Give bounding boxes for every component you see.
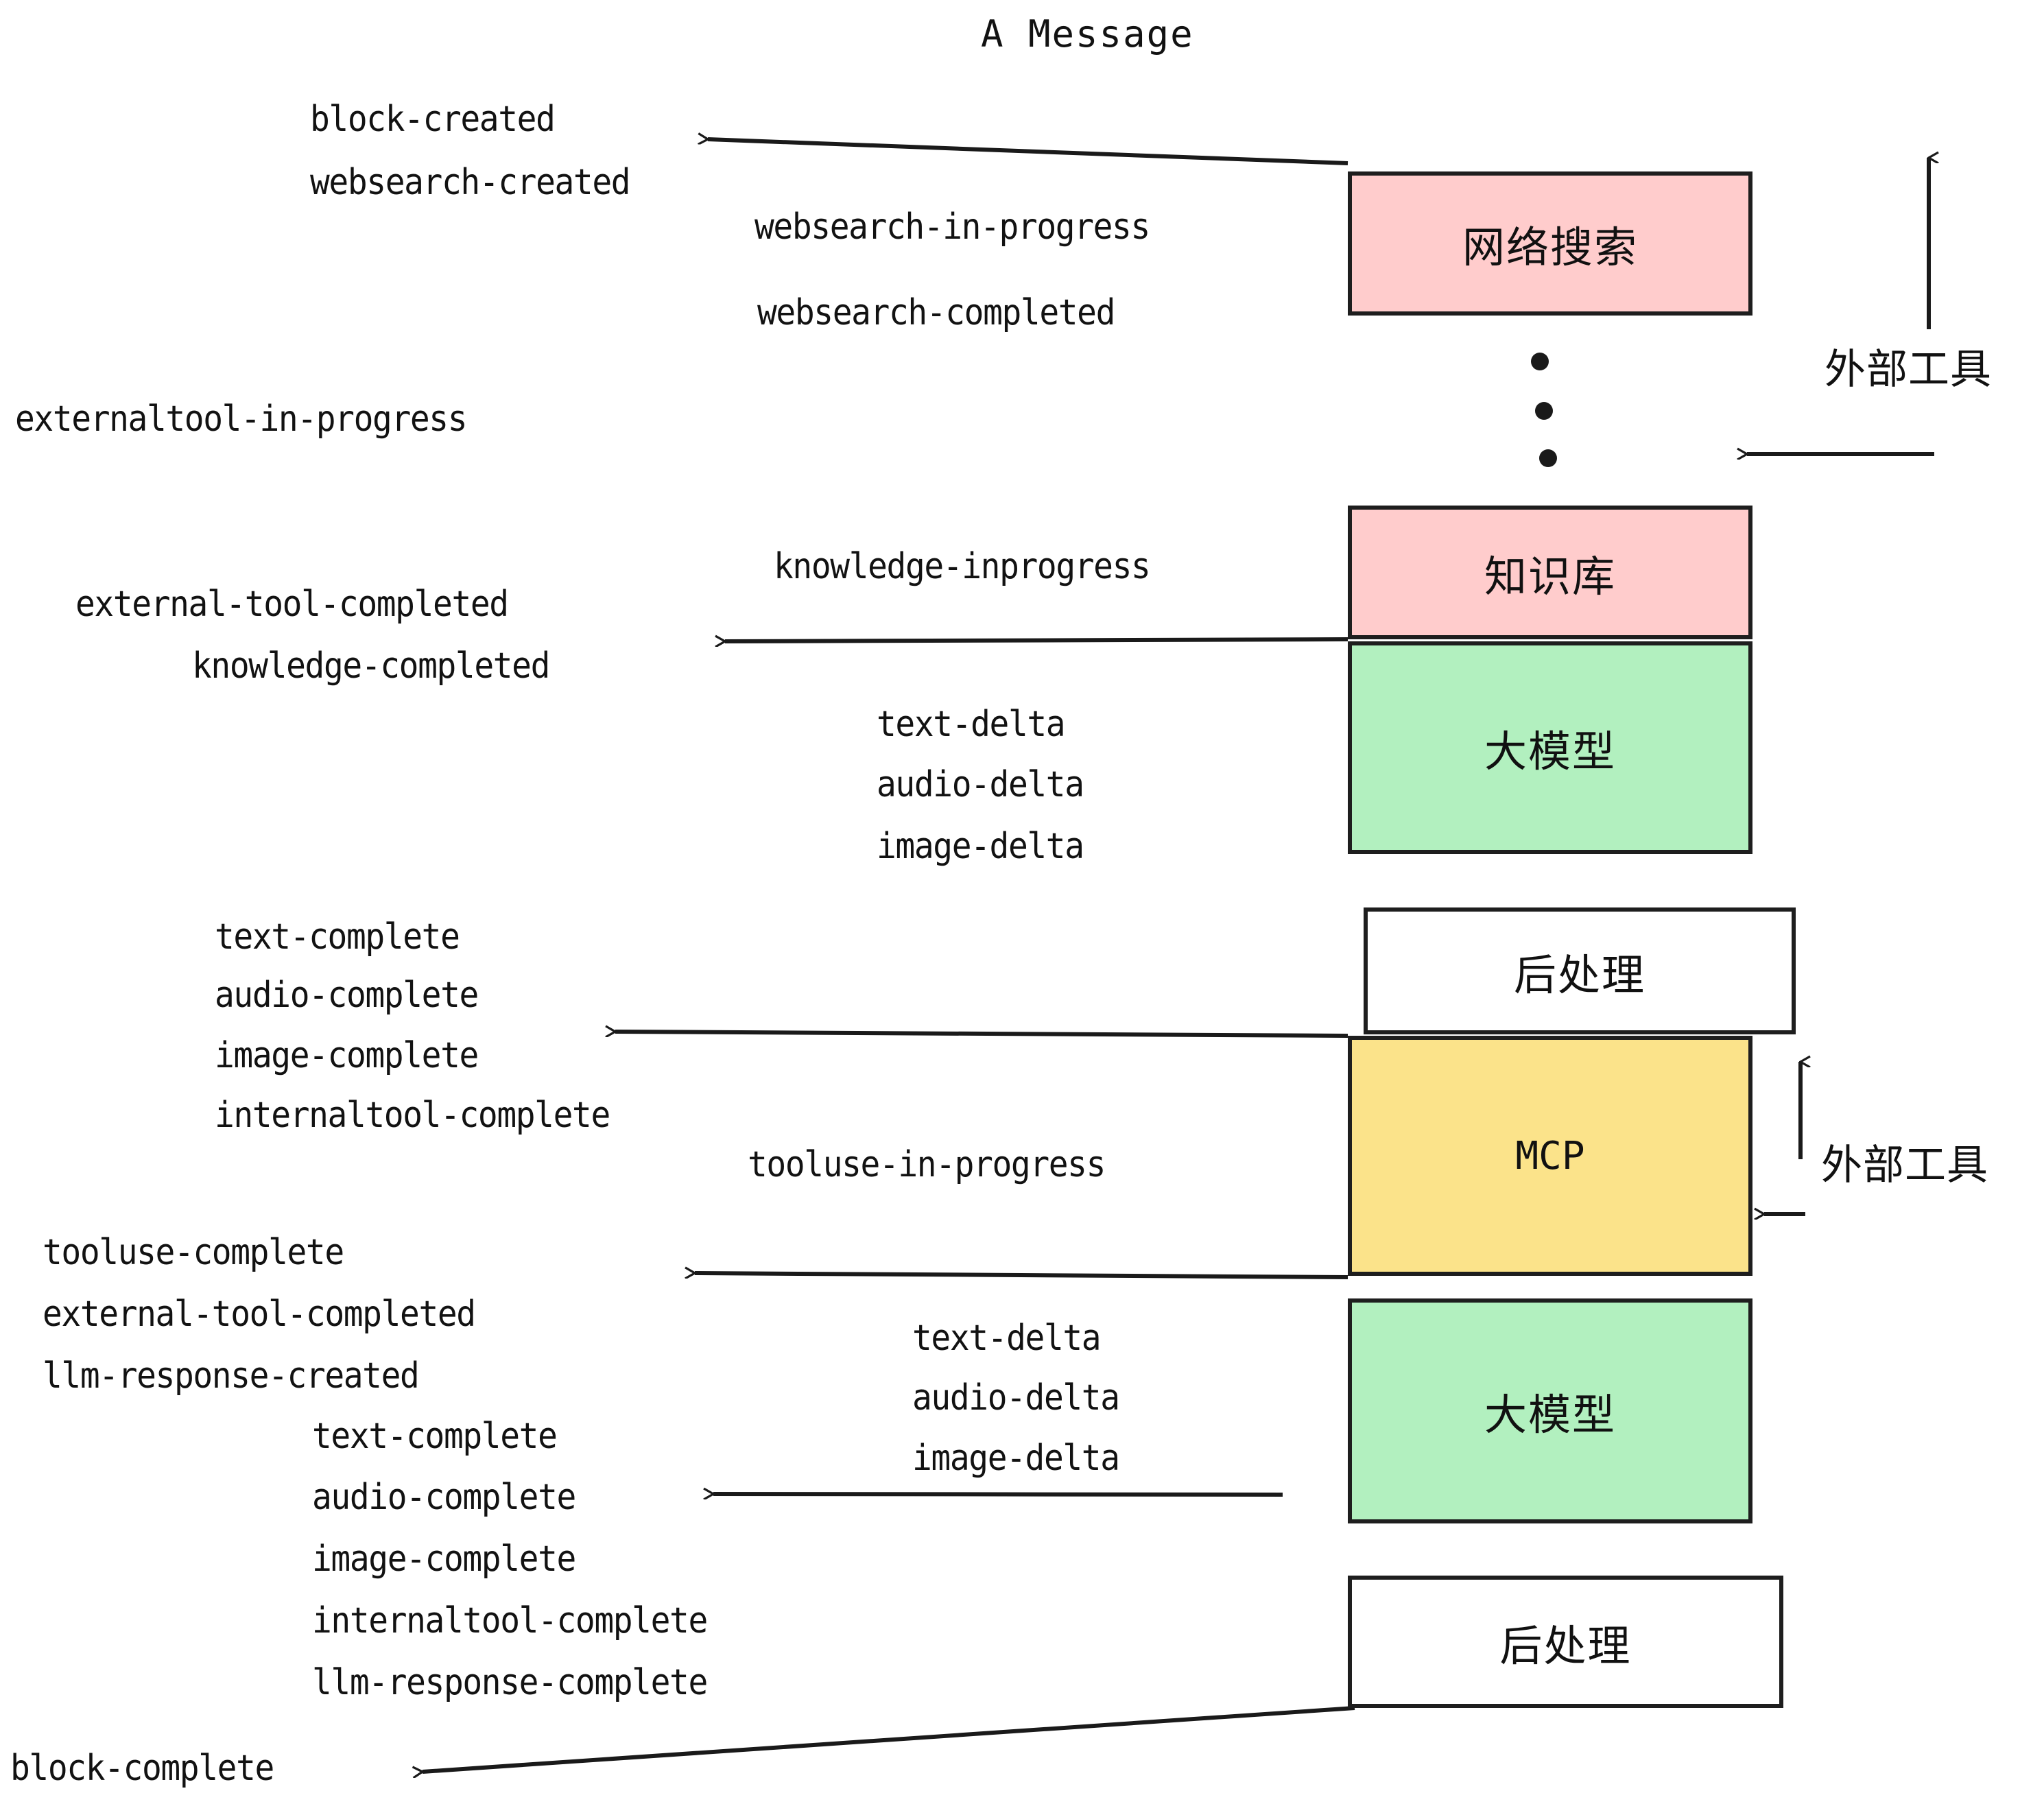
event-audio-complete-2: audio-complete bbox=[312, 1477, 576, 1518]
event-text-complete-1: text-complete bbox=[215, 916, 460, 958]
box-llm-top-label: 大模型 bbox=[1484, 726, 1616, 776]
annotation-external-tool-bottom: 外部工具 bbox=[1821, 1141, 1988, 1189]
event-internaltool-complete-2: internaltool-complete bbox=[312, 1600, 708, 1641]
event-audio-delta-2: audio-delta bbox=[912, 1377, 1120, 1419]
box-mcp-label: MCP bbox=[1515, 1133, 1585, 1178]
event-knowledge-completed: knowledge-completed bbox=[192, 645, 550, 687]
box-llm-bottom-label: 大模型 bbox=[1484, 1390, 1616, 1440]
event-websearch-created: websearch-created bbox=[310, 162, 631, 203]
box-knowledge-label: 知识库 bbox=[1484, 551, 1616, 602]
event-tooluse-in-progress: tooluse-in-progress bbox=[748, 1144, 1106, 1185]
event-llm-response-created: llm-response-created bbox=[43, 1355, 420, 1397]
event-block-complete: block-complete bbox=[10, 1748, 274, 1789]
event-external-tool-completed-2: external-tool-completed bbox=[43, 1294, 476, 1335]
event-text-delta-1: text-delta bbox=[877, 704, 1066, 745]
box-websearch-label: 网络搜索 bbox=[1462, 222, 1638, 272]
annotation-external-tool-top: 外部工具 bbox=[1825, 346, 1992, 394]
box-postprocess-bottom: 后处理 bbox=[1348, 1576, 1783, 1708]
event-tooluse-complete: tooluse-complete bbox=[43, 1232, 344, 1273]
event-externaltool-in-progress: externaltool-in-progress bbox=[15, 399, 468, 440]
event-text-complete-2: text-complete bbox=[312, 1416, 558, 1457]
box-mcp: MCP bbox=[1348, 1036, 1752, 1276]
event-image-complete-1: image-complete bbox=[215, 1035, 479, 1076]
event-websearch-in-progress: websearch-in-progress bbox=[754, 206, 1150, 248]
box-postprocess-bottom-label: 后处理 bbox=[1499, 1620, 1632, 1671]
event-websearch-completed: websearch-completed bbox=[757, 292, 1115, 333]
box-llm-top: 大模型 bbox=[1348, 641, 1752, 854]
arrow-image-complete bbox=[615, 1032, 1348, 1038]
event-image-delta-1: image-delta bbox=[877, 826, 1084, 867]
arrow-audio-complete bbox=[713, 1494, 1283, 1495]
arrow-block-created bbox=[708, 139, 1348, 165]
event-audio-delta-1: audio-delta bbox=[877, 764, 1084, 805]
event-text-delta-2: text-delta bbox=[912, 1318, 1102, 1359]
event-llm-response-complete: llm-response-complete bbox=[312, 1662, 708, 1703]
box-knowledge: 知识库 bbox=[1348, 506, 1752, 639]
arrow-tooluse-complete bbox=[695, 1273, 1348, 1279]
arrow-block-complete bbox=[423, 1706, 1355, 1772]
box-postprocess-top-label: 后处理 bbox=[1513, 949, 1645, 1000]
event-audio-complete-1: audio-complete bbox=[215, 975, 479, 1016]
event-external-tool-completed-1: external-tool-completed bbox=[75, 584, 509, 625]
box-postprocess-top: 后处理 bbox=[1364, 907, 1796, 1034]
event-image-delta-2: image-delta bbox=[912, 1438, 1120, 1479]
event-block-created: block-created bbox=[310, 99, 556, 140]
ellipsis-dot bbox=[1539, 449, 1557, 467]
page-title: A Message bbox=[981, 12, 1194, 56]
arrow-knowledge-completed bbox=[725, 639, 1348, 641]
event-knowledge-inprogress: knowledge-inprogress bbox=[774, 546, 1151, 587]
ellipsis-dot bbox=[1535, 402, 1553, 420]
event-internaltool-complete-1: internaltool-complete bbox=[215, 1095, 610, 1136]
ellipsis-dot bbox=[1531, 353, 1549, 370]
event-image-complete-2: image-complete bbox=[312, 1539, 576, 1580]
box-llm-bottom: 大模型 bbox=[1348, 1298, 1752, 1523]
box-websearch: 网络搜索 bbox=[1348, 171, 1752, 316]
